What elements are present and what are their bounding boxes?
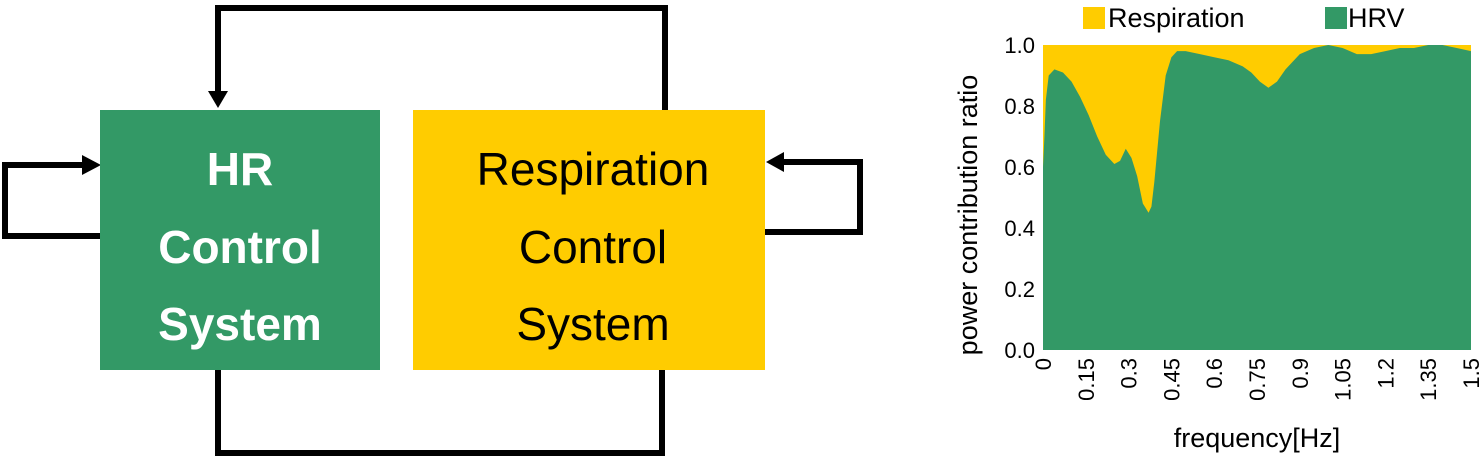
power-contribution-chart: 0.0 0.2 0.4 0.6 0.8 1.0 0 0.15 0.3 0.45 0.6 0.75 0.… [953, 3, 1484, 453]
legend-swatch-respiration [1083, 7, 1105, 29]
x-tick-label: 0 [1031, 358, 1056, 370]
x-tick-label: 1.2 [1373, 358, 1398, 389]
x-tick-label: 1.05 [1331, 358, 1356, 401]
x-tick-label: 0.9 [1288, 358, 1313, 389]
legend-label-hrv: HRV [1348, 3, 1405, 33]
x-tick-label: 0.15 [1074, 358, 1099, 401]
x-tick-label: 0.75 [1245, 358, 1270, 401]
resp-loop-arrow-head [766, 152, 784, 172]
x-tick-label: 1.5 [1459, 358, 1484, 389]
x-tick-label: 0.6 [1202, 358, 1227, 389]
x-axis-title: frequency[Hz] [1174, 423, 1341, 453]
x-axis: 0 0.15 0.3 0.45 0.6 0.75 0.9 1.05 1.2 1.35 1.5 [1031, 358, 1484, 401]
hr-box-line-2: Control [158, 221, 322, 273]
resp-self-loop-line [765, 159, 863, 235]
y-tick-label: 0.6 [1004, 155, 1035, 180]
legend: Respiration HRV [1083, 3, 1405, 33]
hr-box-line-3: System [158, 298, 322, 350]
legend-swatch-hrv [1325, 7, 1347, 29]
y-tick-label: 0.2 [1004, 277, 1035, 302]
hr-self-loop-line [2, 162, 100, 239]
block-diagram: HR Control System Respiration Control Sy… [2, 5, 863, 456]
bottom-connection-line [215, 370, 665, 456]
x-tick-label: 1.35 [1416, 358, 1441, 401]
x-tick-label: 0.45 [1159, 358, 1184, 401]
top-feedback-line [215, 5, 668, 110]
y-tick-label: 1.0 [1004, 33, 1035, 58]
y-axis-title: power contribution ratio [953, 75, 983, 356]
hr-loop-arrow-head [82, 155, 101, 175]
hr-box-line-1: HR [207, 143, 273, 195]
respiration-control-system-box [413, 110, 765, 370]
legend-label-respiration: Respiration [1108, 3, 1245, 33]
resp-box-line-2: Control [519, 221, 667, 273]
hrv-area [1043, 45, 1471, 350]
y-tick-label: 0.4 [1004, 216, 1035, 241]
y-tick-label: 0.0 [1004, 338, 1035, 363]
resp-box-line-3: System [516, 298, 669, 350]
connectors [2, 5, 863, 456]
arrowheads [82, 91, 784, 175]
y-axis: 0.0 0.2 0.4 0.6 0.8 1.0 [1004, 33, 1035, 363]
hr-control-system-box [100, 110, 380, 370]
x-tick-label: 0.3 [1117, 358, 1142, 389]
y-tick-label: 0.8 [1004, 94, 1035, 119]
top-arrow-head [208, 91, 228, 108]
resp-box-line-1: Respiration [477, 143, 710, 195]
